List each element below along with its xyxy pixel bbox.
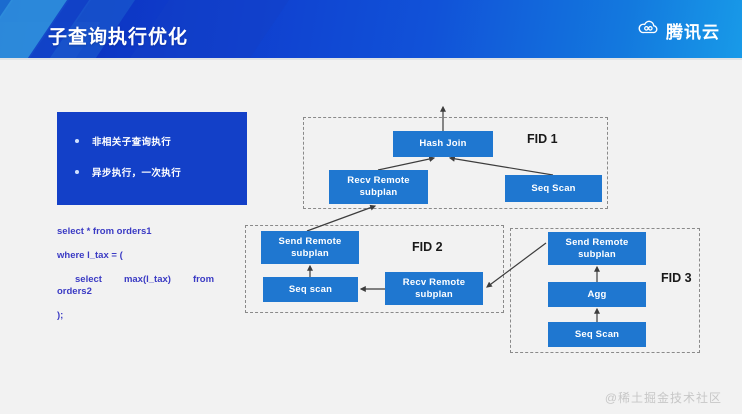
page-title: 子查询执行优化 — [48, 27, 189, 48]
tencent-cloud-icon — [637, 19, 659, 42]
sql-line-2: where l_tax = ( — [57, 249, 123, 261]
node-line-2: subplan — [415, 288, 453, 300]
sql-table-orders2: orders2 — [57, 286, 92, 298]
sql-keyword-from: from — [192, 273, 215, 285]
brand-logo: 腾讯云 — [637, 18, 720, 43]
bullet-callout-box: 非相关子查询执行 异步执行，一次执行 — [57, 112, 247, 205]
node-send-remote-subplan-fid2[interactable]: Send Remote subplan — [261, 231, 359, 264]
node-line-1: Recv Remote — [402, 276, 466, 288]
fid-label-fid3: FID 3 — [661, 271, 692, 285]
bullet-dot-icon — [75, 170, 79, 174]
node-line-2: subplan — [578, 248, 616, 260]
node-seq-scan-fid1[interactable]: Seq Scan — [505, 175, 602, 202]
list-item: 非相关子查询执行 — [75, 134, 247, 148]
slide-header: 子查询执行优化 腾讯云 — [0, 0, 742, 58]
node-hash-join[interactable]: Hash Join — [393, 131, 493, 157]
node-line-1: Recv Remote — [347, 175, 410, 187]
node-seq-scan-fid2[interactable]: Seq scan — [263, 277, 358, 302]
node-agg-fid3[interactable]: Agg — [548, 282, 646, 307]
fid-region-fid3 — [510, 228, 700, 353]
brand-text: 腾讯云 — [666, 23, 720, 42]
sql-snippet: select * from orders1 where l_tax = ( se… — [57, 226, 257, 334]
sql-expr-max: max(l_tax) — [123, 273, 171, 285]
node-line-2: subplan — [359, 187, 398, 198]
bullet-dot-icon — [75, 139, 79, 143]
fid-label-fid2: FID 2 — [412, 240, 443, 254]
node-send-remote-subplan-fid3[interactable]: Send Remote subplan — [548, 232, 646, 265]
sql-line-1: select * from orders1 — [57, 226, 152, 237]
list-item: 异步执行，一次执行 — [75, 165, 247, 179]
node-recv-remote-subplan-fid1[interactable]: Recv Remote subplan — [329, 170, 428, 204]
fid-label-fid1: FID 1 — [527, 132, 558, 146]
node-line-2: subplan — [291, 247, 329, 259]
bullet-label: 异步执行，一次执行 — [92, 168, 182, 179]
node-line-1: Send Remote — [278, 235, 342, 247]
node-recv-remote-subplan-fid2[interactable]: Recv Remote subplan — [385, 272, 483, 305]
sql-keyword-select: select — [75, 273, 102, 285]
fid-region-fid1 — [303, 117, 608, 209]
watermark: @稀土掘金技术社区 — [604, 391, 722, 405]
node-line-1: Send Remote — [565, 236, 629, 248]
header-divider — [0, 58, 742, 60]
node-seq-scan-fid3[interactable]: Seq Scan — [548, 322, 646, 347]
sql-line-3: select max(l_tax) from orders2 — [57, 274, 257, 300]
bullet-label: 非相关子查询执行 — [92, 137, 172, 148]
sql-line-4: ); — [57, 310, 64, 322]
